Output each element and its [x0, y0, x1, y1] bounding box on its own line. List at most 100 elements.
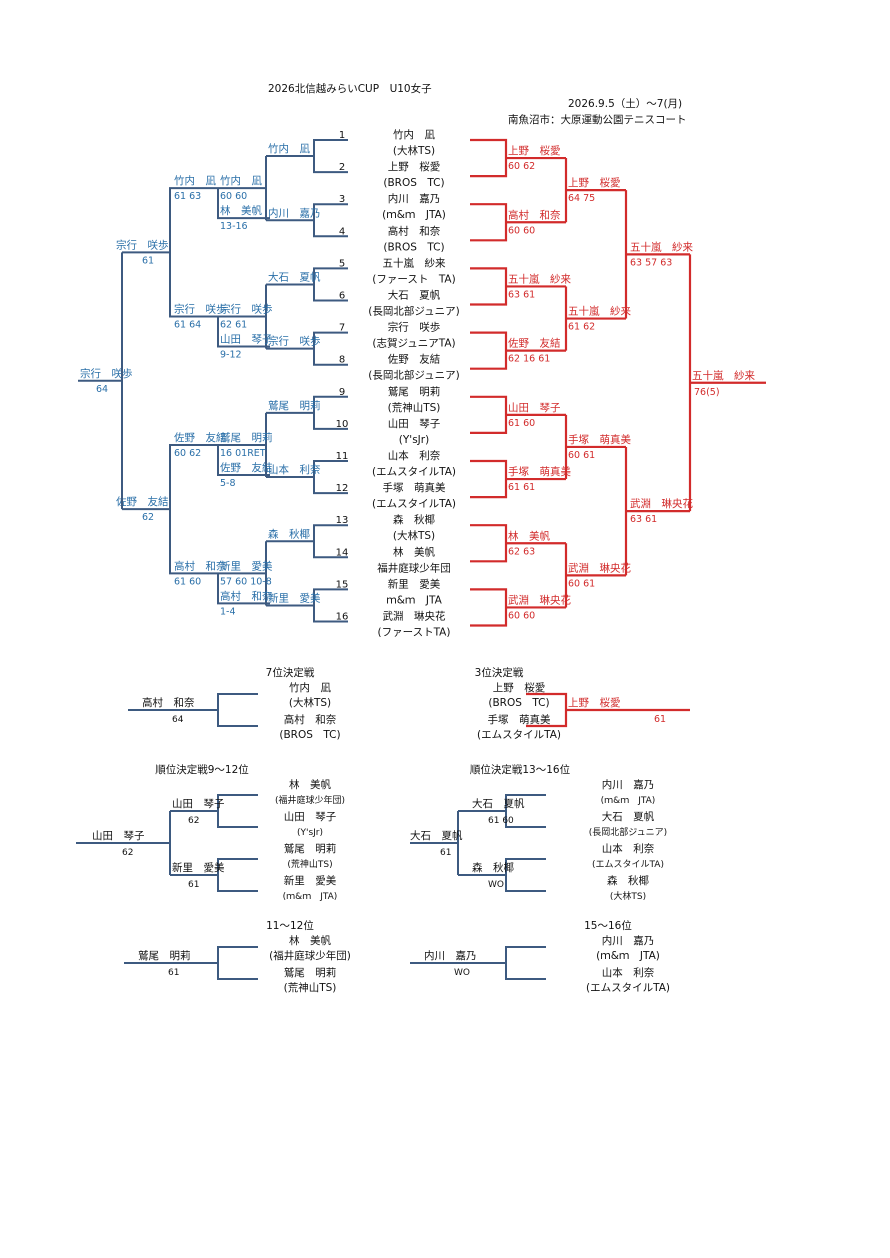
left-r2-winner: 鷲尾 明莉: [220, 431, 273, 444]
draw-player-name: 宗行 咲歩: [388, 321, 441, 334]
right-r2-score: 64 75: [568, 193, 595, 204]
right-r2-score: 60 61: [568, 578, 595, 589]
draw-player-club: (エムスタイルTA): [372, 498, 456, 510]
left-r2-loser: 高村 和奈: [220, 589, 273, 602]
right-r3-score: 63 61: [630, 514, 657, 525]
draw-player-name: 上野 桜愛: [388, 160, 441, 173]
placement-line: [124, 946, 258, 980]
left-r1-winner: 竹内 凪: [268, 142, 310, 155]
right-r1-score: 63 61: [508, 289, 535, 300]
draw-player-club: (志賀ジュニアTA): [372, 337, 455, 350]
placement-semi-winner: 新里 愛美: [172, 861, 225, 874]
placement-semi-winner: 森 秋椰: [472, 861, 514, 874]
right-r3-winner: 五十嵐 紗来: [630, 240, 693, 253]
placement-semi-winner: 山田 琴子: [172, 798, 225, 810]
draw-player-name: 鷲尾 明莉: [388, 385, 441, 398]
left-r3-score: 61 60: [174, 576, 201, 587]
left-r1-winner: 新里 愛美: [268, 591, 321, 604]
left-r3-name: 宗行 咲歩: [174, 303, 227, 316]
placement-title: 11～12位: [266, 919, 314, 932]
left-r2-score: 57 60 10-8: [220, 576, 272, 587]
left-r4-name: 宗行 咲歩: [116, 238, 169, 251]
left-final-name: 宗行 咲歩: [80, 367, 133, 380]
draw-player-club: (長岡北部ジュニア): [368, 305, 459, 318]
draw-player-name: 竹内 凪: [393, 128, 435, 141]
placement-club: (BROS TC): [279, 729, 340, 741]
placement-title: 7位決定戦: [266, 666, 315, 679]
placement-club: (ｍ&ｍ JTA): [596, 950, 660, 962]
bracket-line-r2: [564, 543, 626, 608]
placement-winner: 高村 和奈: [142, 696, 195, 709]
placement-line: [458, 794, 546, 828]
draw-number: 5: [339, 258, 345, 269]
draw-player-club: (長岡北部ジュニア): [368, 369, 459, 382]
draw-number: 4: [339, 226, 345, 237]
bracket-line-r2: [564, 286, 626, 351]
draw-player-club: (大林TS): [393, 144, 435, 157]
draw-number: 9: [339, 387, 345, 398]
left-r3-name: 竹内 凪: [174, 174, 216, 187]
bracket-line-r2-drop: [217, 444, 270, 476]
draw-player-name: 五十嵐 紗来: [383, 256, 446, 269]
placement-player: 内川 嘉乃: [602, 934, 655, 947]
draw-number: 7: [339, 323, 345, 334]
bracket-line-r1: [266, 395, 348, 430]
left-r4-name: 佐野 友結: [116, 495, 169, 508]
bracket-line-r2-drop: [217, 573, 270, 605]
placement-club: (エムスタイルTA): [592, 859, 664, 870]
right-r3-winner: 武淵 琳央花: [630, 497, 693, 510]
bracket-line-r2-drop: [217, 316, 270, 348]
right-r1-score: 60 60: [508, 610, 535, 621]
draw-player-club: ｍ&ｍ JTA: [386, 594, 442, 606]
placement-club: (福井庭球少年団): [269, 949, 351, 962]
left-r2-loser-score: 1-4: [220, 606, 236, 617]
left-r2-winner: 新里 愛美: [220, 559, 273, 572]
placement-club: (大林TS): [610, 890, 646, 902]
placement-club: (エムスタイルTA): [586, 982, 670, 994]
placement-player: 上野 桜愛: [493, 681, 546, 694]
placement-score: WO: [454, 968, 470, 978]
placement-club: (長岡北部ジュニア): [589, 826, 667, 838]
draw-player-club: (荒神山TS): [388, 401, 441, 414]
placement-score: 61: [440, 848, 451, 858]
right-r1-winner: 五十嵐 紗来: [508, 272, 571, 285]
left-r2-winner: 宗行 咲歩: [220, 303, 273, 316]
placement-player: 内川 嘉乃: [602, 778, 655, 791]
draw-number: 15: [336, 579, 349, 590]
left-r2-score: 16 01RET: [220, 448, 266, 459]
bracket-line-r1: [470, 524, 566, 563]
placement-line: [128, 693, 258, 727]
draw-number: 12: [336, 483, 349, 494]
placement-title: 3位決定戦: [475, 666, 524, 679]
placement-winner: 大石 夏帆: [410, 829, 463, 842]
left-r1-winner: 宗行 咲歩: [268, 335, 321, 348]
left-r2-loser: 佐野 友結: [220, 461, 273, 474]
placement-winner: 上野 桜愛: [568, 696, 621, 709]
placement-line: [410, 811, 459, 875]
bracket-line-final: [688, 254, 766, 512]
draw-number: 10: [336, 419, 349, 430]
placement-club: (福井庭球少年団): [275, 794, 345, 806]
draw-number: 6: [339, 291, 345, 302]
left-r3-name: 佐野 友結: [174, 431, 227, 444]
draw-number: 13: [336, 515, 349, 526]
bracket-line-r3: [169, 187, 218, 318]
bracket-line-r1: [470, 395, 566, 434]
placement-semi-score: 61: [188, 880, 199, 890]
right-r2-winner: 五十嵐 紗来: [568, 305, 631, 318]
champion-name: 五十嵐 紗来: [692, 369, 755, 382]
placement-line: [410, 946, 546, 980]
placement-player: 鷲尾 明莉: [284, 966, 337, 979]
left-r3-score: 60 62: [174, 448, 201, 459]
draw-player-name: 林 美帆: [393, 545, 435, 558]
right-r1-winner: 高村 和奈: [508, 208, 561, 221]
placement-line: [526, 692, 690, 728]
placement-player: 鷲尾 明莉: [284, 842, 337, 855]
left-r1-winner: 鷲尾 明莉: [268, 399, 321, 412]
placement-player: 竹内 凪: [289, 681, 331, 694]
placement-club: (エムスタイルTA): [477, 729, 561, 741]
left-r3-score: 61 64: [174, 320, 201, 331]
